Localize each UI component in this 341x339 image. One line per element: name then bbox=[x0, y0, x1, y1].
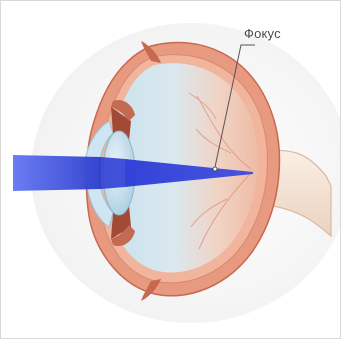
light-beam-incoming bbox=[13, 155, 101, 191]
light-beam-through-lens bbox=[101, 157, 125, 189]
focus-point-marker bbox=[213, 167, 217, 171]
focus-label: Фокус bbox=[244, 26, 281, 41]
